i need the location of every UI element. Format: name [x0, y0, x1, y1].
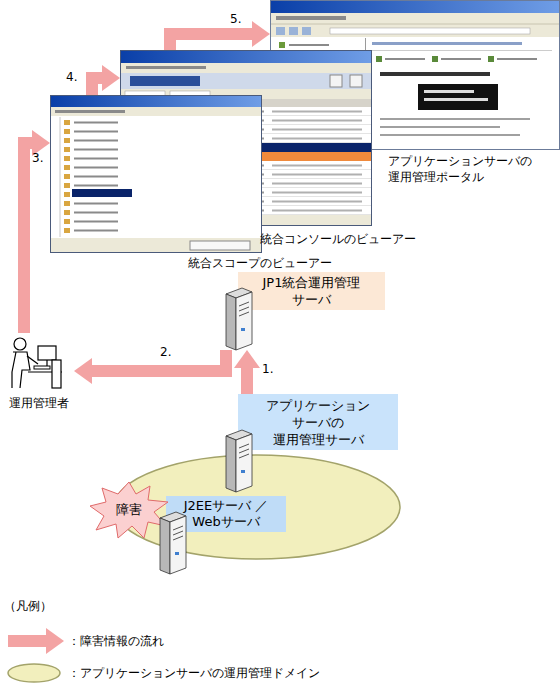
server-label: JP1統合運用管理 サーバ: [254, 274, 369, 308]
legend-domain-sample: [8, 664, 60, 682]
window-frame: [51, 96, 262, 253]
scope-screenshot: [51, 96, 262, 253]
window-toolbar: [271, 13, 559, 37]
window-caption: 統合スコープのビューアー: [188, 255, 332, 271]
arrow-head: [102, 65, 120, 91]
step-number: 2.: [160, 345, 171, 359]
panel-text-line: [424, 98, 488, 101]
legend-text: ：アプリケーションサーバの運用管理ドメイン: [68, 665, 320, 681]
window-titlebar: [271, 1, 559, 13]
menu-line: [276, 16, 346, 20]
menu-line: [126, 66, 206, 69]
box-label: J2EEサーバ ／Webサーバ: [176, 498, 276, 530]
window-toolbar: [121, 73, 371, 89]
portal-text-line: [380, 134, 520, 136]
legend-arrow-head: [46, 628, 64, 654]
toolbar-separator: [271, 24, 559, 25]
portal-text-line: [385, 58, 425, 60]
operator-label: 運用管理者: [4, 395, 74, 411]
keyboard: [34, 366, 50, 369]
menu-line: [55, 110, 125, 113]
portal-heading: [372, 42, 522, 45]
flow-arrow: [234, 350, 260, 394]
person-arm: [27, 356, 38, 364]
window-caption: 統合コンソールのビューアー: [260, 231, 416, 247]
arrow-shaft: [241, 368, 253, 394]
burst-text-area: 障害: [88, 480, 170, 540]
flow-arrow: [24, 130, 50, 333]
desk: [28, 371, 62, 372]
portal-text-line: [497, 58, 537, 60]
jp1-server-node: JP1統合運用管理 サーバ: [222, 272, 387, 350]
monitor: [38, 346, 56, 360]
toolbar-button: [330, 75, 342, 87]
person-head: [14, 338, 26, 350]
window-titlebar: [121, 51, 371, 63]
server-label-box: アプリケーション サーバの 運用管理サーバ: [238, 394, 398, 450]
console-logo: [130, 76, 200, 86]
burst-shape: [90, 482, 168, 538]
arrow-head: [74, 358, 92, 384]
console-window: 統合コンソールのビューアー: [120, 50, 372, 226]
toolbar-button: [302, 27, 311, 35]
portal-dark-panel: [418, 84, 498, 110]
panel-text-line: [424, 90, 474, 93]
portal-title-line: [380, 72, 490, 76]
operator-icon: [12, 338, 62, 388]
window-menubar: [51, 107, 261, 116]
server-label-box: JP1統合運用管理 サーバ: [238, 272, 385, 310]
window-menubar: [121, 63, 371, 73]
operator-node: 運用管理者: [4, 333, 74, 413]
person-body: [12, 352, 30, 388]
flow-arrow: [170, 21, 270, 50]
address-bar: [330, 28, 530, 34]
legend-arrow-shaft: [8, 635, 46, 647]
j2ee-server-box: J2EEサーバ ／Webサーバ: [166, 496, 286, 532]
pc-tower: [52, 360, 61, 388]
portal-icon: [488, 56, 494, 62]
step-number: 4.: [66, 70, 77, 84]
arrow-shaft: [24, 143, 32, 333]
portal-text-line: [380, 126, 500, 128]
legend-text: ：障害情報の流れ: [68, 633, 164, 649]
window-titlebar: [51, 96, 261, 107]
window-bottom-bar: [51, 238, 261, 252]
flow-arrow: [74, 350, 226, 384]
window-button: [190, 241, 250, 250]
step-number: 3.: [32, 151, 43, 165]
portal-text-line: [380, 118, 530, 120]
step-number: 5.: [230, 12, 241, 26]
monitor-stand: [46, 360, 47, 366]
app-mgmt-server-node: アプリケーション サーバの 運用管理サーバ: [225, 394, 400, 492]
toolbar-button: [289, 27, 298, 35]
arrow-shaft: [170, 34, 252, 50]
scope-tree: [51, 117, 201, 237]
selected-tree-item: [72, 189, 132, 197]
portal-icon: [376, 56, 382, 62]
portal-text-line: [441, 58, 481, 60]
arrow-shaft: [92, 78, 102, 95]
toolbar-button: [350, 75, 362, 87]
server-label: アプリケーション サーバの 運用管理サーバ: [258, 397, 378, 448]
portal-icon: [432, 56, 438, 62]
step-number: 1.: [262, 362, 273, 376]
failure-label: 障害: [116, 502, 142, 518]
scope-window: 統合スコープのビューアー: [50, 95, 262, 253]
legend-heading: （凡例）: [4, 598, 52, 614]
portal-window: アプリケーションサーバの 運用管理ポータル: [270, 0, 560, 150]
arrow-head: [252, 21, 270, 47]
arrow-shaft: [92, 350, 226, 371]
toolbar-button: [276, 27, 285, 35]
flow-arrow: [92, 65, 120, 95]
window-caption: アプリケーションサーバの 運用管理ポータル: [388, 153, 560, 185]
arrow-head: [234, 350, 260, 368]
portal-rule: [372, 50, 552, 51]
failure-burst: 障害: [88, 480, 170, 540]
